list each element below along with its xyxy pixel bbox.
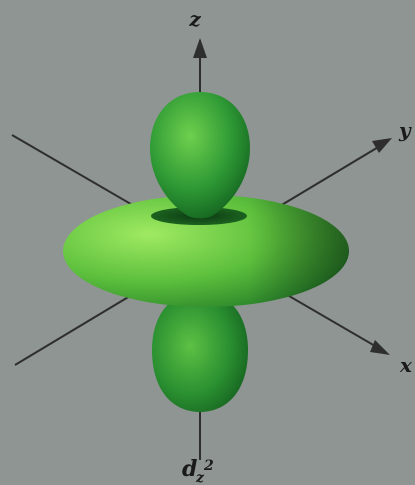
orbital-label-superscript: 2 — [203, 458, 214, 474]
x-axis-arrow-icon — [370, 340, 390, 355]
lower-lobe — [152, 292, 248, 412]
y-axis-arrow-icon — [372, 138, 392, 153]
orbital-label: d z 2 — [182, 456, 214, 485]
z-axis-arrow-icon — [193, 38, 207, 58]
y-axis-label: y — [398, 118, 412, 142]
z-axis-label: z — [188, 7, 201, 31]
x-axis-label: x — [399, 353, 413, 377]
